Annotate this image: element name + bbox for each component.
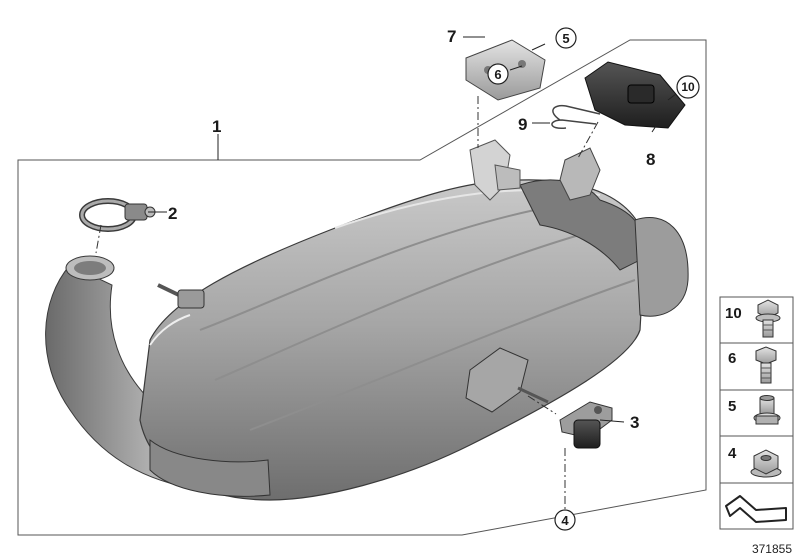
callout-10: 10 <box>676 75 700 99</box>
exhaust-flap-actuator <box>584 61 686 129</box>
svg-text:4: 4 <box>561 513 569 528</box>
rubber-mount-left <box>157 283 205 309</box>
svg-text:6: 6 <box>728 350 736 367</box>
svg-text:5: 5 <box>728 398 736 415</box>
callout-1: 1 <box>212 117 221 136</box>
panel-cell-6: 6 <box>719 342 794 391</box>
pipe-clamp <box>79 198 156 232</box>
panel-cell-bracket <box>719 482 794 530</box>
callout-6: 6 <box>487 63 509 85</box>
panel-cell-10: 10 <box>719 296 794 344</box>
svg-text:6: 6 <box>494 67 501 82</box>
upper-mount-bracket <box>469 139 521 201</box>
spring-clip <box>551 104 601 129</box>
svg-text:2: 2 <box>168 204 177 223</box>
small-parts-panel: 10 6 5 <box>719 296 794 530</box>
assembly-frame <box>17 39 707 536</box>
alignment-lines <box>95 96 599 512</box>
svg-text:7: 7 <box>447 27 456 46</box>
bracket-profile-icon <box>725 495 787 523</box>
rubber-hanger <box>559 401 613 449</box>
svg-text:4: 4 <box>728 445 737 462</box>
svg-text:5: 5 <box>562 31 569 46</box>
actuator-mount <box>559 147 601 201</box>
callout-7: 7 <box>447 27 456 46</box>
svg-text:10: 10 <box>681 80 695 94</box>
leader-lines <box>148 36 677 423</box>
muffler-hanger-bracket <box>465 347 549 413</box>
svg-text:1: 1 <box>212 117 221 136</box>
rear-muffler <box>139 179 689 501</box>
hex-bolt-icon <box>755 346 777 384</box>
svg-text:9: 9 <box>518 115 527 134</box>
callout-8: 8 <box>646 150 655 169</box>
hex-flange-bolt-icon <box>755 299 781 338</box>
callout-9: 9 <box>518 115 527 134</box>
svg-text:10: 10 <box>725 305 742 322</box>
callout-3: 3 <box>630 413 639 432</box>
panel-cell-4: 4 <box>719 435 794 484</box>
callout-5: 5 <box>555 27 577 49</box>
callout-2: 2 <box>168 204 177 223</box>
svg-text:8: 8 <box>646 150 655 169</box>
svg-text:3: 3 <box>630 413 639 432</box>
reference-number: 371855 <box>752 542 792 556</box>
hex-flange-nut-icon <box>750 449 782 478</box>
panel-cell-5: 5 <box>719 389 794 437</box>
threaded-bushing-icon <box>753 395 781 425</box>
callout-4: 4 <box>554 509 576 531</box>
